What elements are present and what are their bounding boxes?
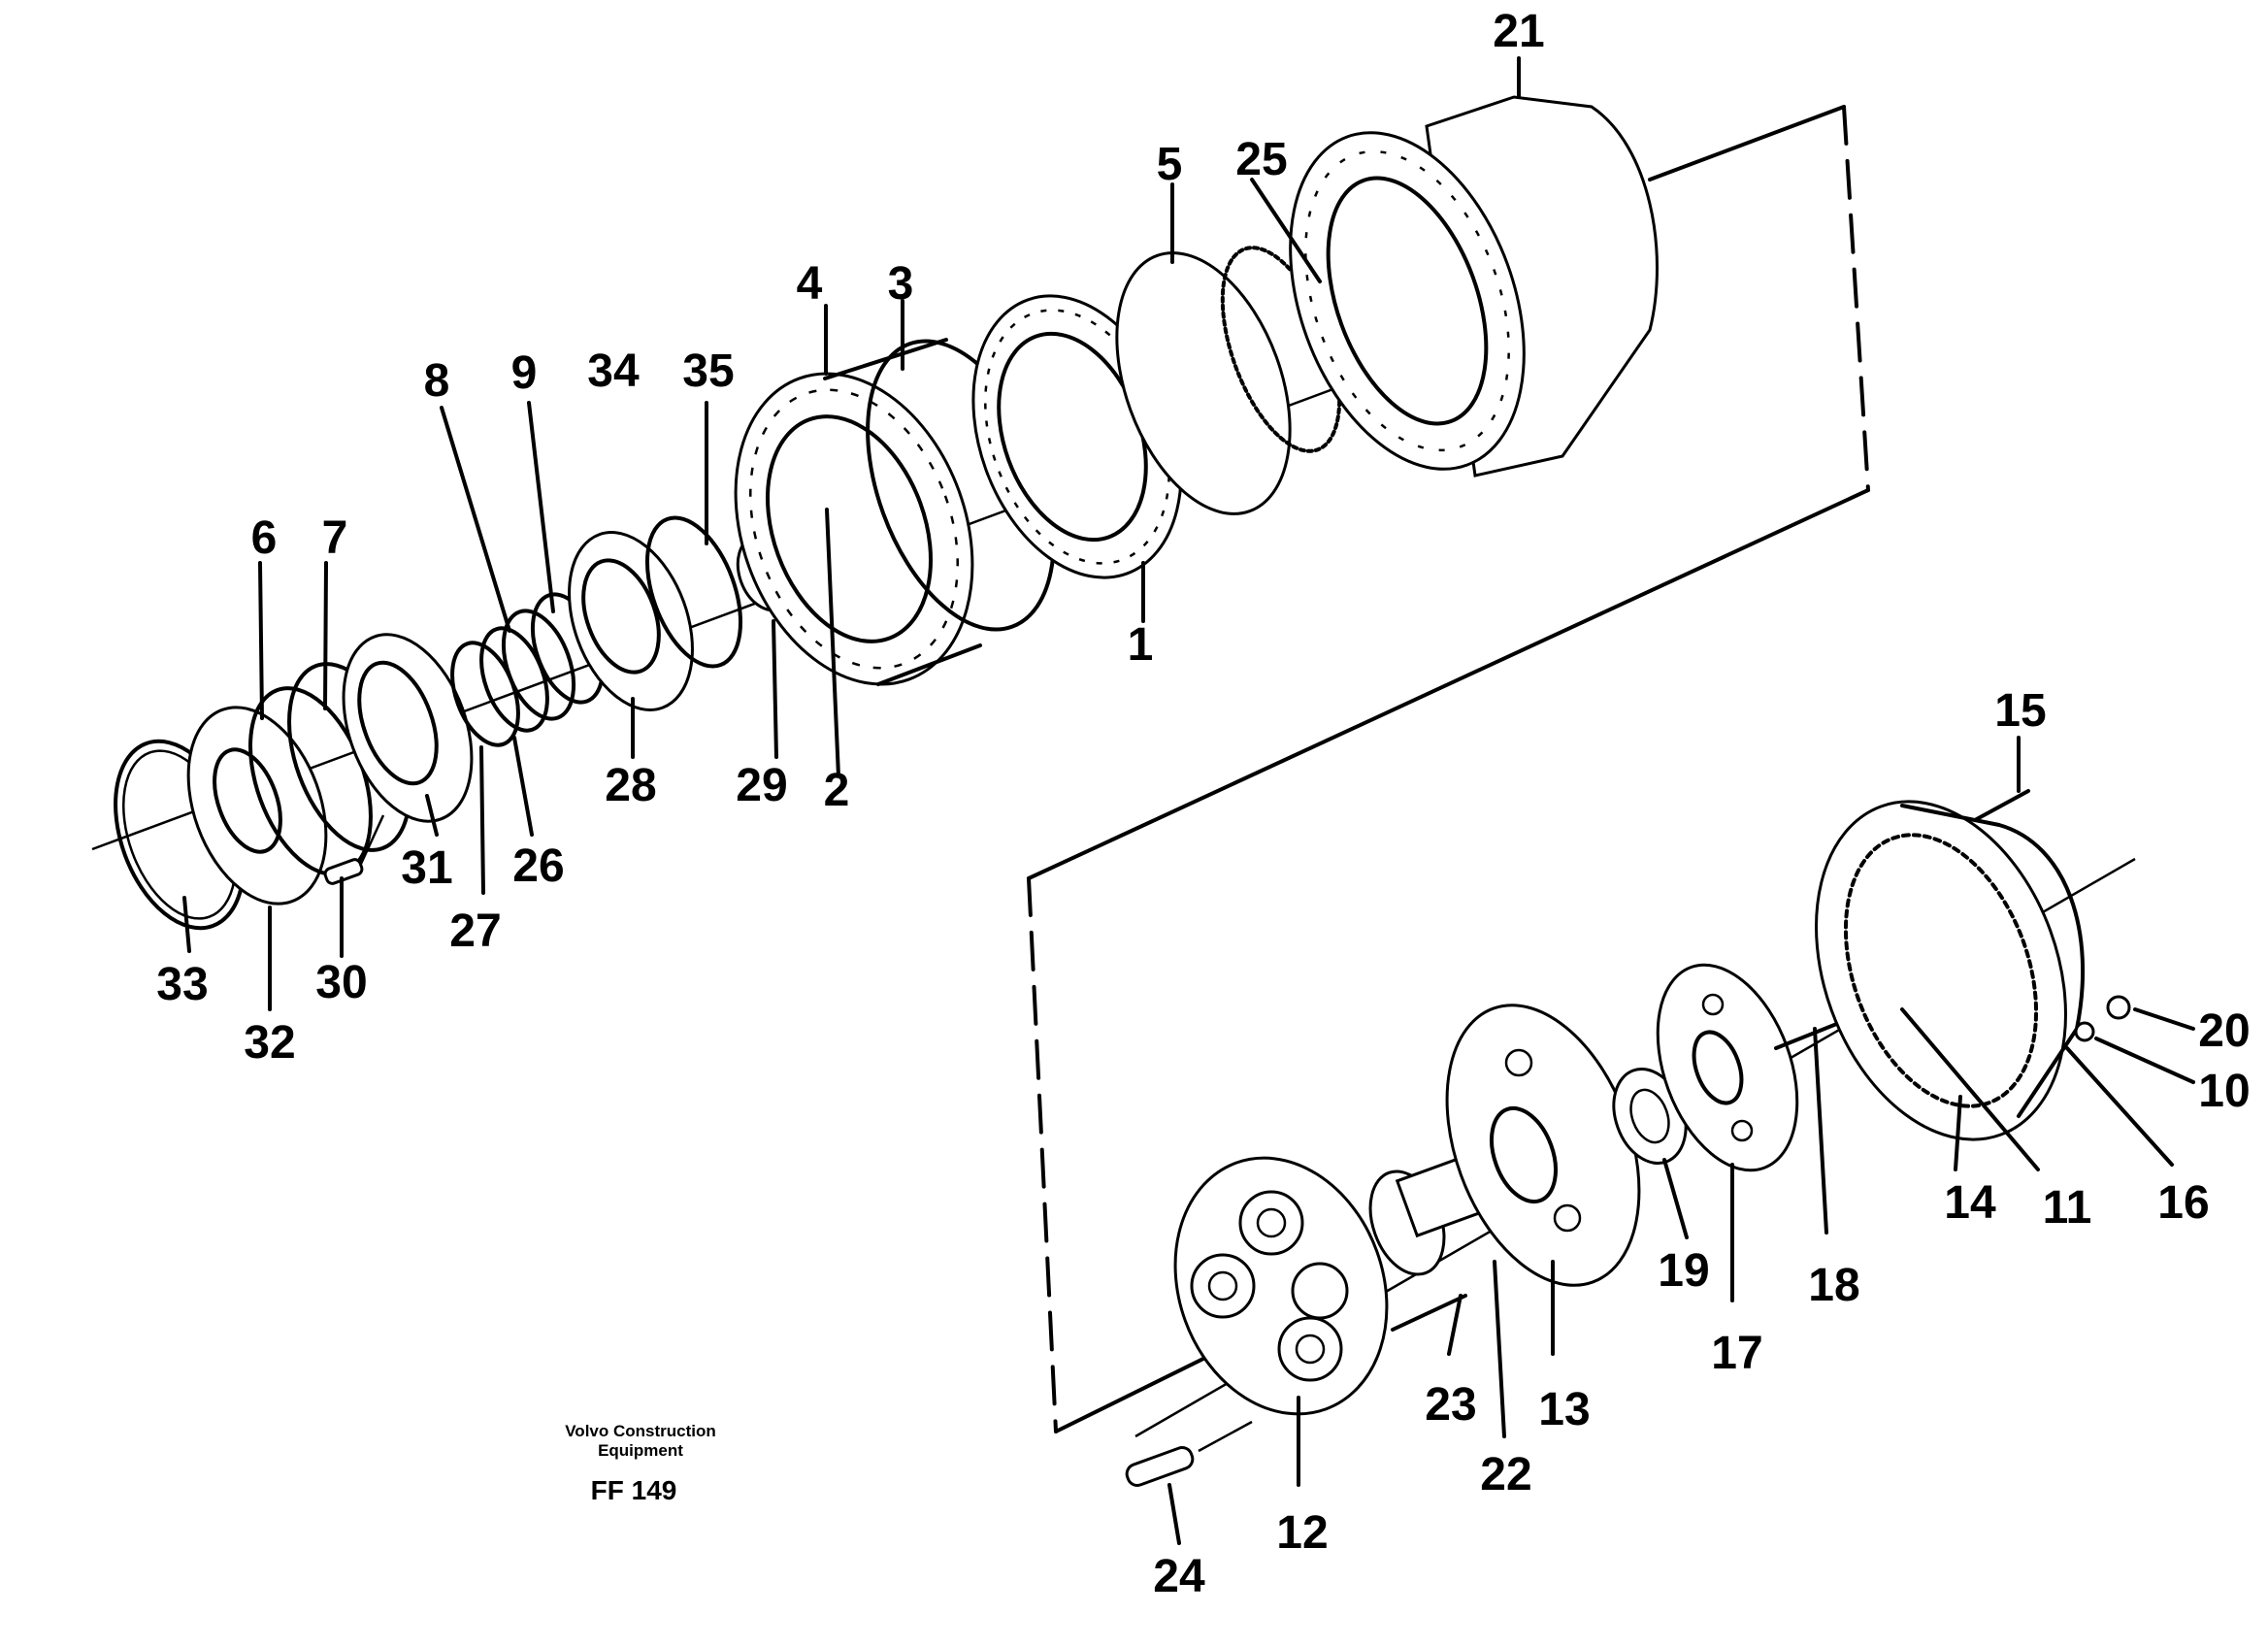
label-32: 32 xyxy=(244,1017,295,1069)
label-1: 1 xyxy=(1128,619,1154,671)
part-26-ring xyxy=(479,626,549,733)
label-18: 18 xyxy=(1808,1260,1859,1311)
label-14: 14 xyxy=(1944,1177,1996,1229)
credit-line-2: Equipment xyxy=(598,1441,683,1460)
credit-block: Volvo Construction Equipment FF 149 xyxy=(565,1422,716,1505)
label-33: 33 xyxy=(156,959,208,1010)
part-32-seal xyxy=(186,706,328,906)
label-30: 30 xyxy=(315,957,367,1008)
part-5-bearing xyxy=(1115,246,1342,515)
label-27: 27 xyxy=(449,906,501,957)
label-6: 6 xyxy=(251,512,278,564)
label-22: 22 xyxy=(1480,1449,1531,1500)
part-31-housing xyxy=(342,633,474,823)
part-12-planet-carrier xyxy=(1173,1156,1389,1416)
part-10-washer xyxy=(2074,1021,2095,1042)
label-24: 24 xyxy=(1153,1551,1205,1602)
part-28-34-bearing xyxy=(568,531,694,711)
part-4-hub xyxy=(734,338,982,686)
label-16: 16 xyxy=(2157,1177,2209,1229)
label-13: 13 xyxy=(1538,1384,1590,1435)
label-23: 23 xyxy=(1425,1379,1476,1431)
part-23-bolt xyxy=(1391,1294,1467,1332)
label-35: 35 xyxy=(682,346,734,397)
drawing-code: FF 149 xyxy=(591,1475,677,1505)
part-17-carrier xyxy=(1656,963,1799,1172)
label-4: 4 xyxy=(797,258,823,310)
part-8-ring xyxy=(501,609,576,721)
label-20: 20 xyxy=(2198,1005,2250,1057)
part-labels: 21 5 25 4 3 34 35 8 9 6 7 1 28 29 2 31 2… xyxy=(156,6,2250,1602)
part-35-ring xyxy=(644,515,743,669)
label-15: 15 xyxy=(1994,685,2046,737)
part-21-drum xyxy=(1289,95,1659,478)
leader-lines xyxy=(182,56,2195,1545)
label-7: 7 xyxy=(322,512,348,564)
label-8: 8 xyxy=(424,355,450,407)
label-5: 5 xyxy=(1157,139,1183,190)
part-13-carrier-plate xyxy=(1445,1004,1641,1287)
part-20-plug xyxy=(2106,995,2131,1020)
part-24-pin xyxy=(1125,1446,1195,1487)
label-10: 10 xyxy=(2198,1066,2250,1117)
part-30-spring xyxy=(323,858,364,885)
label-25: 25 xyxy=(1235,134,1287,185)
label-9: 9 xyxy=(511,347,538,399)
part-14-ring-gear-housing xyxy=(1815,800,2085,1141)
label-28: 28 xyxy=(605,760,656,811)
label-34: 34 xyxy=(587,346,640,397)
label-12: 12 xyxy=(1276,1507,1328,1559)
label-2: 2 xyxy=(824,765,850,816)
label-21: 21 xyxy=(1493,6,1544,57)
assembly-connector-frame xyxy=(1027,105,1870,1433)
part-15-bolt xyxy=(1973,789,2030,822)
label-3: 3 xyxy=(888,258,914,310)
label-17: 17 xyxy=(1711,1328,1762,1379)
label-11: 11 xyxy=(2043,1182,2092,1234)
label-31: 31 xyxy=(401,842,452,894)
label-19: 19 xyxy=(1658,1245,1709,1297)
label-29: 29 xyxy=(736,760,787,811)
label-26: 26 xyxy=(512,840,564,892)
credit-line-1: Volvo Construction xyxy=(565,1422,716,1440)
